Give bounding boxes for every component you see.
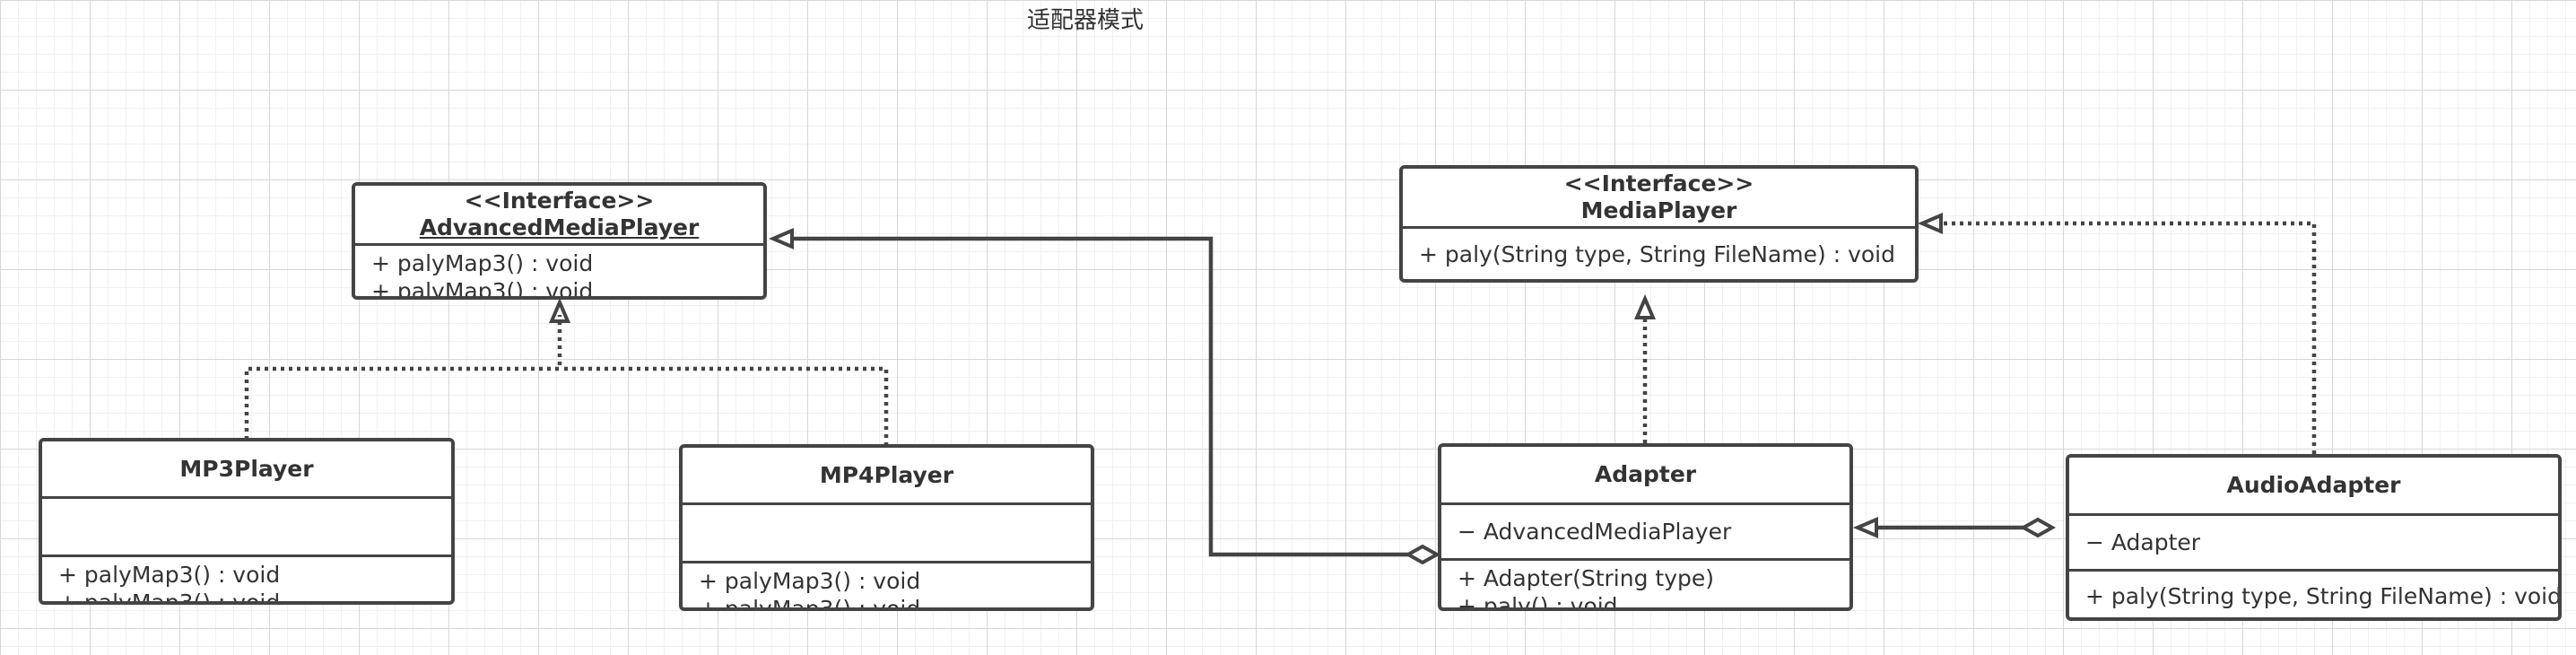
- class-attributes: [42, 496, 451, 555]
- method-row: + paly(String type, String FileName) : v…: [1419, 241, 1895, 267]
- class-media-player[interactable]: <<Interface>> MediaPlayer + paly(String …: [1399, 165, 1919, 283]
- class-name: Adapter: [1594, 461, 1697, 487]
- class-attributes: − Adapter: [2069, 513, 2558, 569]
- attribute-row: − AdvancedMediaPlayer: [1458, 519, 1732, 545]
- class-stereotype: <<Interface>>: [464, 188, 655, 214]
- class-header: <<Interface>> MediaPlayer: [1403, 169, 1915, 226]
- class-advanced-media-player[interactable]: <<Interface>> AdvancedMediaPlayer + paly…: [352, 182, 767, 300]
- class-audio-adapter[interactable]: AudioAdapter − Adapter + paly(String typ…: [2066, 454, 2562, 621]
- class-mp3-player[interactable]: MP3Player + palyMap3() : void + palyMap3…: [39, 438, 455, 605]
- class-methods: + Adapter(String type) + paly() : void: [1441, 558, 1849, 611]
- edge-mp3-realizes-advanced: [244, 315, 562, 440]
- realization-arrowhead-media-right: [1917, 212, 1943, 235]
- class-name: MediaPlayer: [1580, 197, 1737, 223]
- association-arrowhead-advanced: [768, 227, 794, 250]
- class-header: AudioAdapter: [2069, 458, 2558, 513]
- edge-adapter-aggregates-advanced: [792, 236, 1408, 557]
- class-attributes: [683, 502, 1091, 561]
- class-methods: + palyMap3() : void + palyMap3() : void: [355, 243, 763, 300]
- method-row: + palyMap3() : void: [371, 250, 594, 276]
- class-name: MP4Player: [819, 461, 954, 488]
- class-adapter[interactable]: Adapter − AdvancedMediaPlayer + Adapter(…: [1438, 443, 1853, 611]
- class-name: AdvancedMediaPlayer: [419, 214, 700, 240]
- class-attributes: − AdvancedMediaPlayer: [1441, 502, 1849, 558]
- class-header: Adapter: [1441, 447, 1849, 502]
- method-row: + palyMap3() : void: [371, 278, 594, 300]
- method-row: + Adapter(String type): [1458, 565, 1714, 591]
- edge-audio-realizes-media: [1941, 221, 2317, 454]
- attribute-row: − Adapter: [2085, 529, 2201, 555]
- class-mp4-player[interactable]: MP4Player + palyMap3() : void + palyMap3…: [679, 444, 1094, 611]
- class-header: <<Interface>> AdvancedMediaPlayer: [355, 186, 763, 243]
- method-row: + palyMap3() : void: [58, 590, 281, 605]
- class-methods: + palyMap3() : void + palyMap3() : void: [42, 555, 451, 605]
- realization-arrowhead-advanced: [548, 297, 571, 323]
- class-header: MP4Player: [683, 448, 1091, 502]
- method-row: + paly() : void: [1458, 593, 1618, 611]
- edge-mp4-realizes-advanced: [560, 366, 889, 446]
- class-methods: + paly(String type, String FileName) : v…: [1403, 226, 1915, 279]
- method-row: + palyMap3() : void: [699, 568, 921, 594]
- class-methods: + paly(String type, String FileName) : v…: [2069, 569, 2562, 617]
- realization-arrowhead-media-bottom: [1633, 293, 1657, 319]
- aggregation-diamond-adapter: [1404, 544, 1441, 565]
- method-row: + paly(String type, String FileName) : v…: [2085, 583, 2562, 609]
- class-name: MP3Player: [179, 455, 314, 482]
- aggregation-diamond-audio: [2019, 517, 2057, 538]
- class-stereotype: <<Interface>>: [1563, 170, 1754, 196]
- method-row: + palyMap3() : void: [58, 562, 281, 588]
- diagram-title: 适配器模式: [1026, 7, 1144, 34]
- class-header: MP3Player: [42, 441, 451, 496]
- class-name: AudioAdapter: [2226, 472, 2401, 498]
- class-methods: + palyMap3() : void + palyMap3() : void: [683, 561, 1091, 611]
- association-arrowhead-adapter: [1852, 516, 1878, 539]
- method-row: + palyMap3() : void: [699, 596, 921, 611]
